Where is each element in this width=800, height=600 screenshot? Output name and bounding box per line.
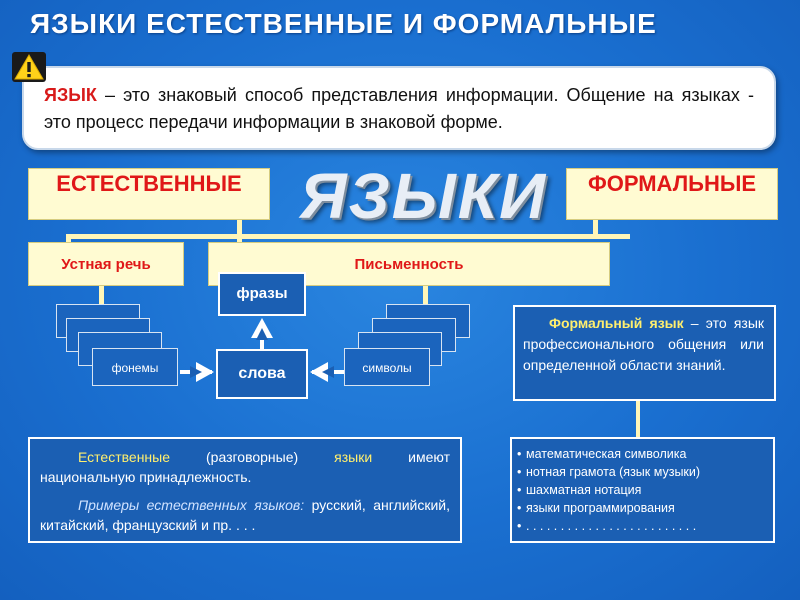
oral-speech-box: Устная речь: [28, 242, 184, 286]
list-item: нотная грамота (язык музыки): [517, 463, 769, 481]
formal-examples-list: математическая символика нотная грамота …: [516, 445, 769, 535]
formal-definition-text: – это язык профессионального общения или…: [523, 315, 764, 373]
natural-term-2: языки: [334, 449, 373, 465]
natural-middle: (разговорные): [170, 449, 335, 465]
definition-box: ЯЗЫК – это знаковый способ представления…: [22, 66, 776, 150]
phonemes-card: фонемы: [92, 348, 178, 386]
definition-term: ЯЗЫК: [44, 85, 97, 105]
natural-text: имеют национальную принадлежность.: [40, 449, 450, 485]
formal-definition-panel: Формальный язык – это язык профессиональ…: [513, 305, 776, 401]
list-item: математическая символика: [517, 445, 769, 463]
definition-text: – это знаковый способ представления инфо…: [44, 85, 754, 132]
center-word-art: ЯЗЫКИ: [300, 160, 548, 232]
symbols-card: символы: [344, 348, 430, 386]
natural-examples-text: русский, английский, китайский, французс…: [40, 497, 450, 533]
natural-description: Естественные (разговорные) языки имеют н…: [40, 447, 450, 487]
page-title: ЯЗЫКИ ЕСТЕСТВЕННЫЕ И ФОРМАЛЬНЫЕ: [30, 8, 657, 39]
natural-term: Естественные: [78, 449, 171, 465]
formal-definition-term: Формальный язык: [549, 315, 684, 331]
natural-languages-box: ЕСТЕСТВЕННЫЕ: [28, 168, 270, 220]
natural-examples-label: Примеры естественных языков:: [78, 497, 305, 513]
formal-examples-panel: математическая символика нотная грамота …: [510, 437, 775, 543]
warning-icon: [12, 52, 46, 82]
list-item: . . . . . . . . . . . . . . . . . . . . …: [517, 517, 769, 535]
formal-languages-box: ФОРМАЛЬНЫЕ: [566, 168, 778, 220]
natural-examples: Примеры естественных языков: русский, ан…: [40, 495, 450, 535]
phrases-node: фразы: [218, 272, 306, 316]
words-node: слова: [216, 349, 308, 399]
list-item: языки программирования: [517, 499, 769, 517]
natural-languages-panel: Естественные (разговорные) языки имеют н…: [28, 437, 462, 543]
list-item: шахматная нотация: [517, 481, 769, 499]
